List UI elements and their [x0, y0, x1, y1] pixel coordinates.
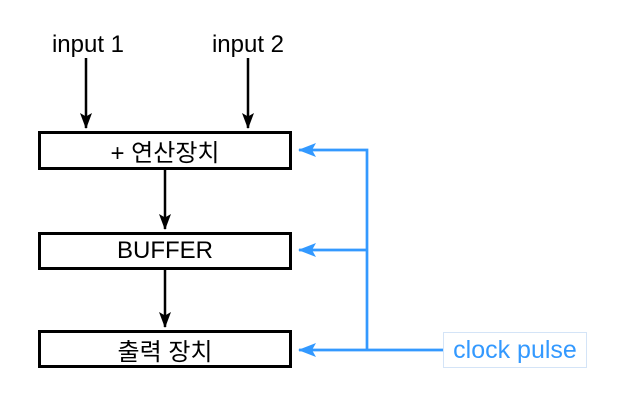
clock-pulse-label-box: clock pulse [443, 332, 587, 368]
input1-label: input 1 [51, 31, 125, 58]
box-output-device-label: 출력 장치 [117, 338, 213, 366]
clock-pulse-label: clock pulse [453, 335, 577, 364]
box-buffer: BUFFER [38, 232, 292, 270]
input2-label: input 2 [211, 31, 285, 58]
box-output-device: 출력 장치 [38, 330, 292, 368]
clock-arrow-to-arithmetic [298, 143, 369, 350]
box-arithmetic-unit: + 연산장치 [38, 131, 292, 170]
box-buffer-label: BUFFER [117, 237, 213, 264]
box-arithmetic-unit-label: + 연산장치 [110, 140, 220, 167]
